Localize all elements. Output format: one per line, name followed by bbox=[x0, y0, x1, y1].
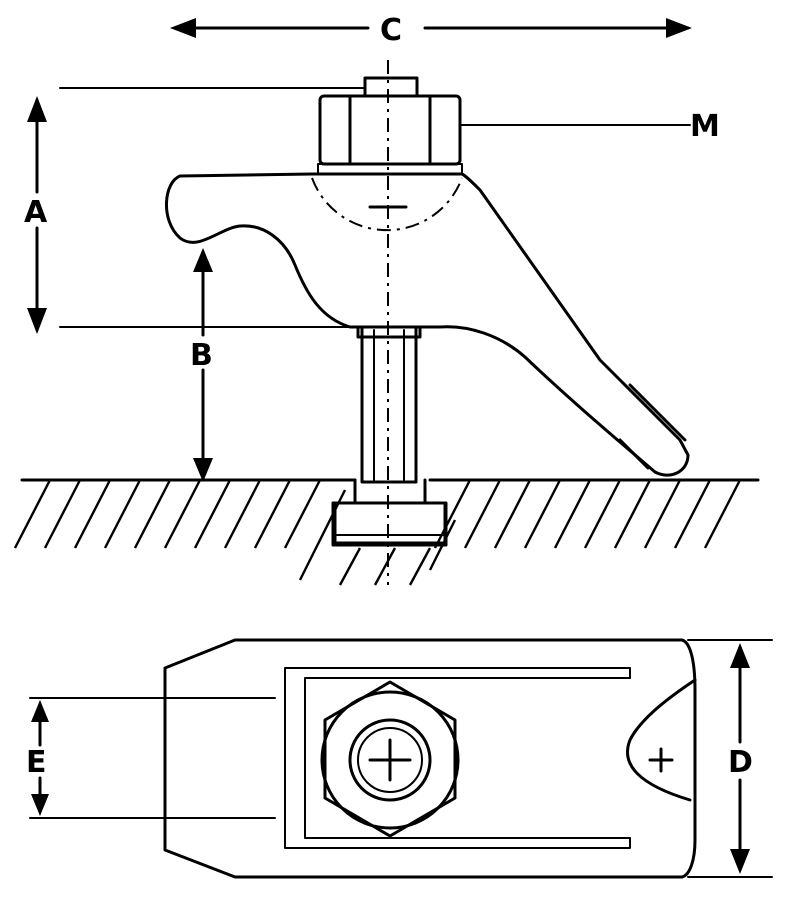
dimension-b: B bbox=[190, 248, 213, 482]
dimension-m: M bbox=[459, 109, 720, 144]
table-surface bbox=[13, 478, 760, 586]
label-m: M bbox=[690, 109, 720, 144]
dimension-c: C bbox=[170, 13, 692, 48]
plan-lever-notch bbox=[626, 678, 697, 802]
hex-nut bbox=[317, 76, 463, 175]
label-a: A bbox=[24, 195, 48, 230]
label-d: D bbox=[728, 745, 753, 780]
clamp-body bbox=[165, 172, 690, 477]
plan-hex-nut bbox=[320, 680, 460, 838]
plan-body-outline bbox=[163, 638, 697, 879]
label-c: C bbox=[380, 13, 402, 48]
plan-inner-channel bbox=[284, 667, 631, 849]
label-e: E bbox=[26, 745, 47, 780]
plan-view: E D bbox=[26, 638, 773, 879]
stud bbox=[356, 325, 422, 484]
label-b: B bbox=[190, 338, 213, 373]
dimension-e: E bbox=[26, 697, 276, 819]
dimension-d: D bbox=[687, 639, 773, 878]
side-view: C A B M bbox=[13, 13, 760, 586]
dimension-a: A bbox=[24, 87, 366, 334]
